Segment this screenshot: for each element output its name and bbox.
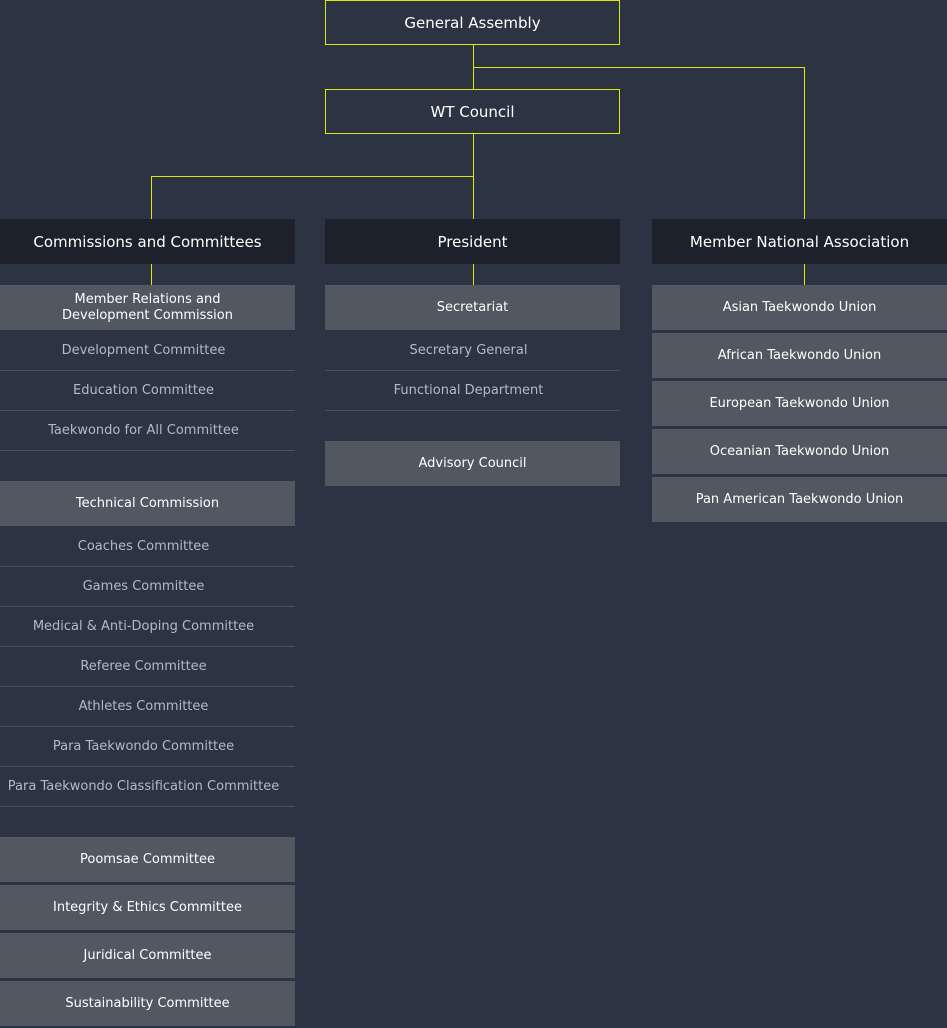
union-box: Oceanian Taekwondo Union [652, 429, 947, 474]
list-item: Games Committee [0, 567, 295, 607]
integrity-ethics-committee: Integrity & Ethics Committee [0, 885, 295, 930]
list-item: Para Taekwondo Classification Committee [0, 767, 295, 807]
advisory-council-box: Advisory Council [325, 441, 620, 486]
connector-commissions-down [151, 263, 152, 285]
union-box: African Taekwondo Union [652, 333, 947, 378]
general-assembly-box: General Assembly [325, 0, 620, 45]
list-item: Taekwondo for All Committee [0, 411, 295, 451]
connector-commissions-vertical [151, 176, 152, 219]
mna-header: Member National Association [652, 219, 947, 264]
list-item: Athletes Committee [0, 687, 295, 727]
secretariat-box: Secretariat [325, 285, 620, 330]
connector-mna-vertical [804, 67, 805, 219]
list-item: Para Taekwondo Committee [0, 727, 295, 767]
juridical-committee: Juridical Committee [0, 933, 295, 978]
list-item: Referee Committee [0, 647, 295, 687]
commissions-header: Commissions and Committees [0, 219, 295, 264]
list-item: Coaches Committee [0, 526, 295, 567]
poomsae-committee: Poomsae Committee [0, 837, 295, 882]
list-item: Medical & Anti-Doping Committee [0, 607, 295, 647]
president-header: President [325, 219, 620, 264]
technical-commission: Technical Commission [0, 481, 295, 526]
sustainability-committee: Sustainability Committee [0, 981, 295, 1026]
union-box: Pan American Taekwondo Union [652, 477, 947, 522]
union-box: European Taekwondo Union [652, 381, 947, 426]
wt-council-box: WT Council [325, 89, 620, 134]
list-item: Development Committee [0, 330, 295, 371]
connector-council-horizontal [151, 176, 474, 177]
connector-president-down [473, 263, 474, 285]
union-box: Asian Taekwondo Union [652, 285, 947, 330]
list-item: Functional Department [325, 371, 620, 411]
list-item: Education Committee [0, 371, 295, 411]
connector-mna-down [804, 263, 805, 285]
member-relations-commission: Member Relations and Development Commiss… [0, 285, 295, 330]
list-item: Secretary General [325, 330, 620, 371]
connector-ga-horizontal [473, 67, 805, 68]
